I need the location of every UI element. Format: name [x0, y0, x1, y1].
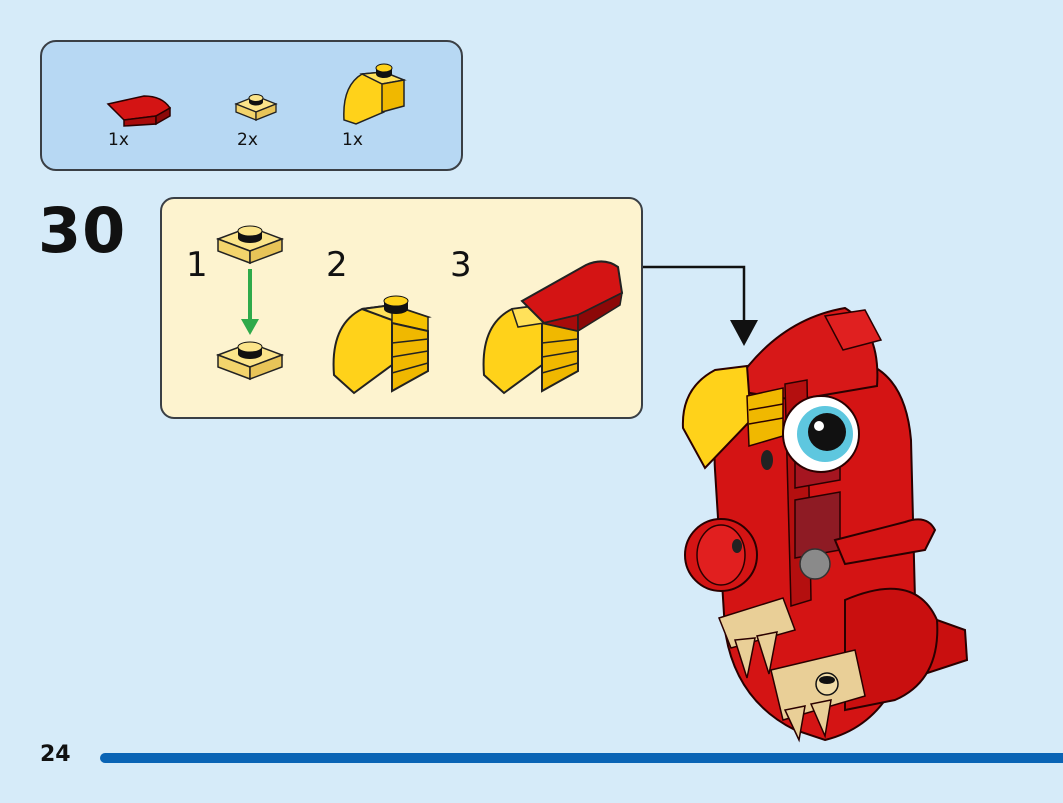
substep-3-illustration [482, 260, 624, 395]
plate-bottom-icon [215, 341, 285, 381]
plate-top-icon [215, 225, 285, 265]
part-qty-1: 1x [108, 130, 129, 150]
substep-1-illustration [215, 225, 285, 381]
part-qty-2: 2x [237, 130, 258, 150]
part-qty-3: 1x [342, 130, 363, 150]
progress-bar [100, 753, 1063, 763]
callout-arrow [643, 265, 758, 346]
substep-number-2: 2 [326, 245, 348, 285]
bird-model-illustration [681, 306, 969, 743]
parts-list-box: 1x 2x 1x [40, 40, 463, 171]
green-arrow-icon [241, 269, 259, 335]
yellow-curved-brick-icon [343, 63, 407, 125]
step-number: 30 [38, 194, 127, 267]
subassembly-box: 1 2 3 [160, 197, 643, 419]
red-curved-slope-icon [106, 95, 172, 127]
light-yellow-plate-icon [234, 94, 278, 121]
substep-number-1: 1 [186, 245, 208, 285]
substep-2-illustration [332, 295, 432, 395]
page-number: 24 [40, 742, 71, 767]
substep-number-3: 3 [450, 245, 472, 285]
